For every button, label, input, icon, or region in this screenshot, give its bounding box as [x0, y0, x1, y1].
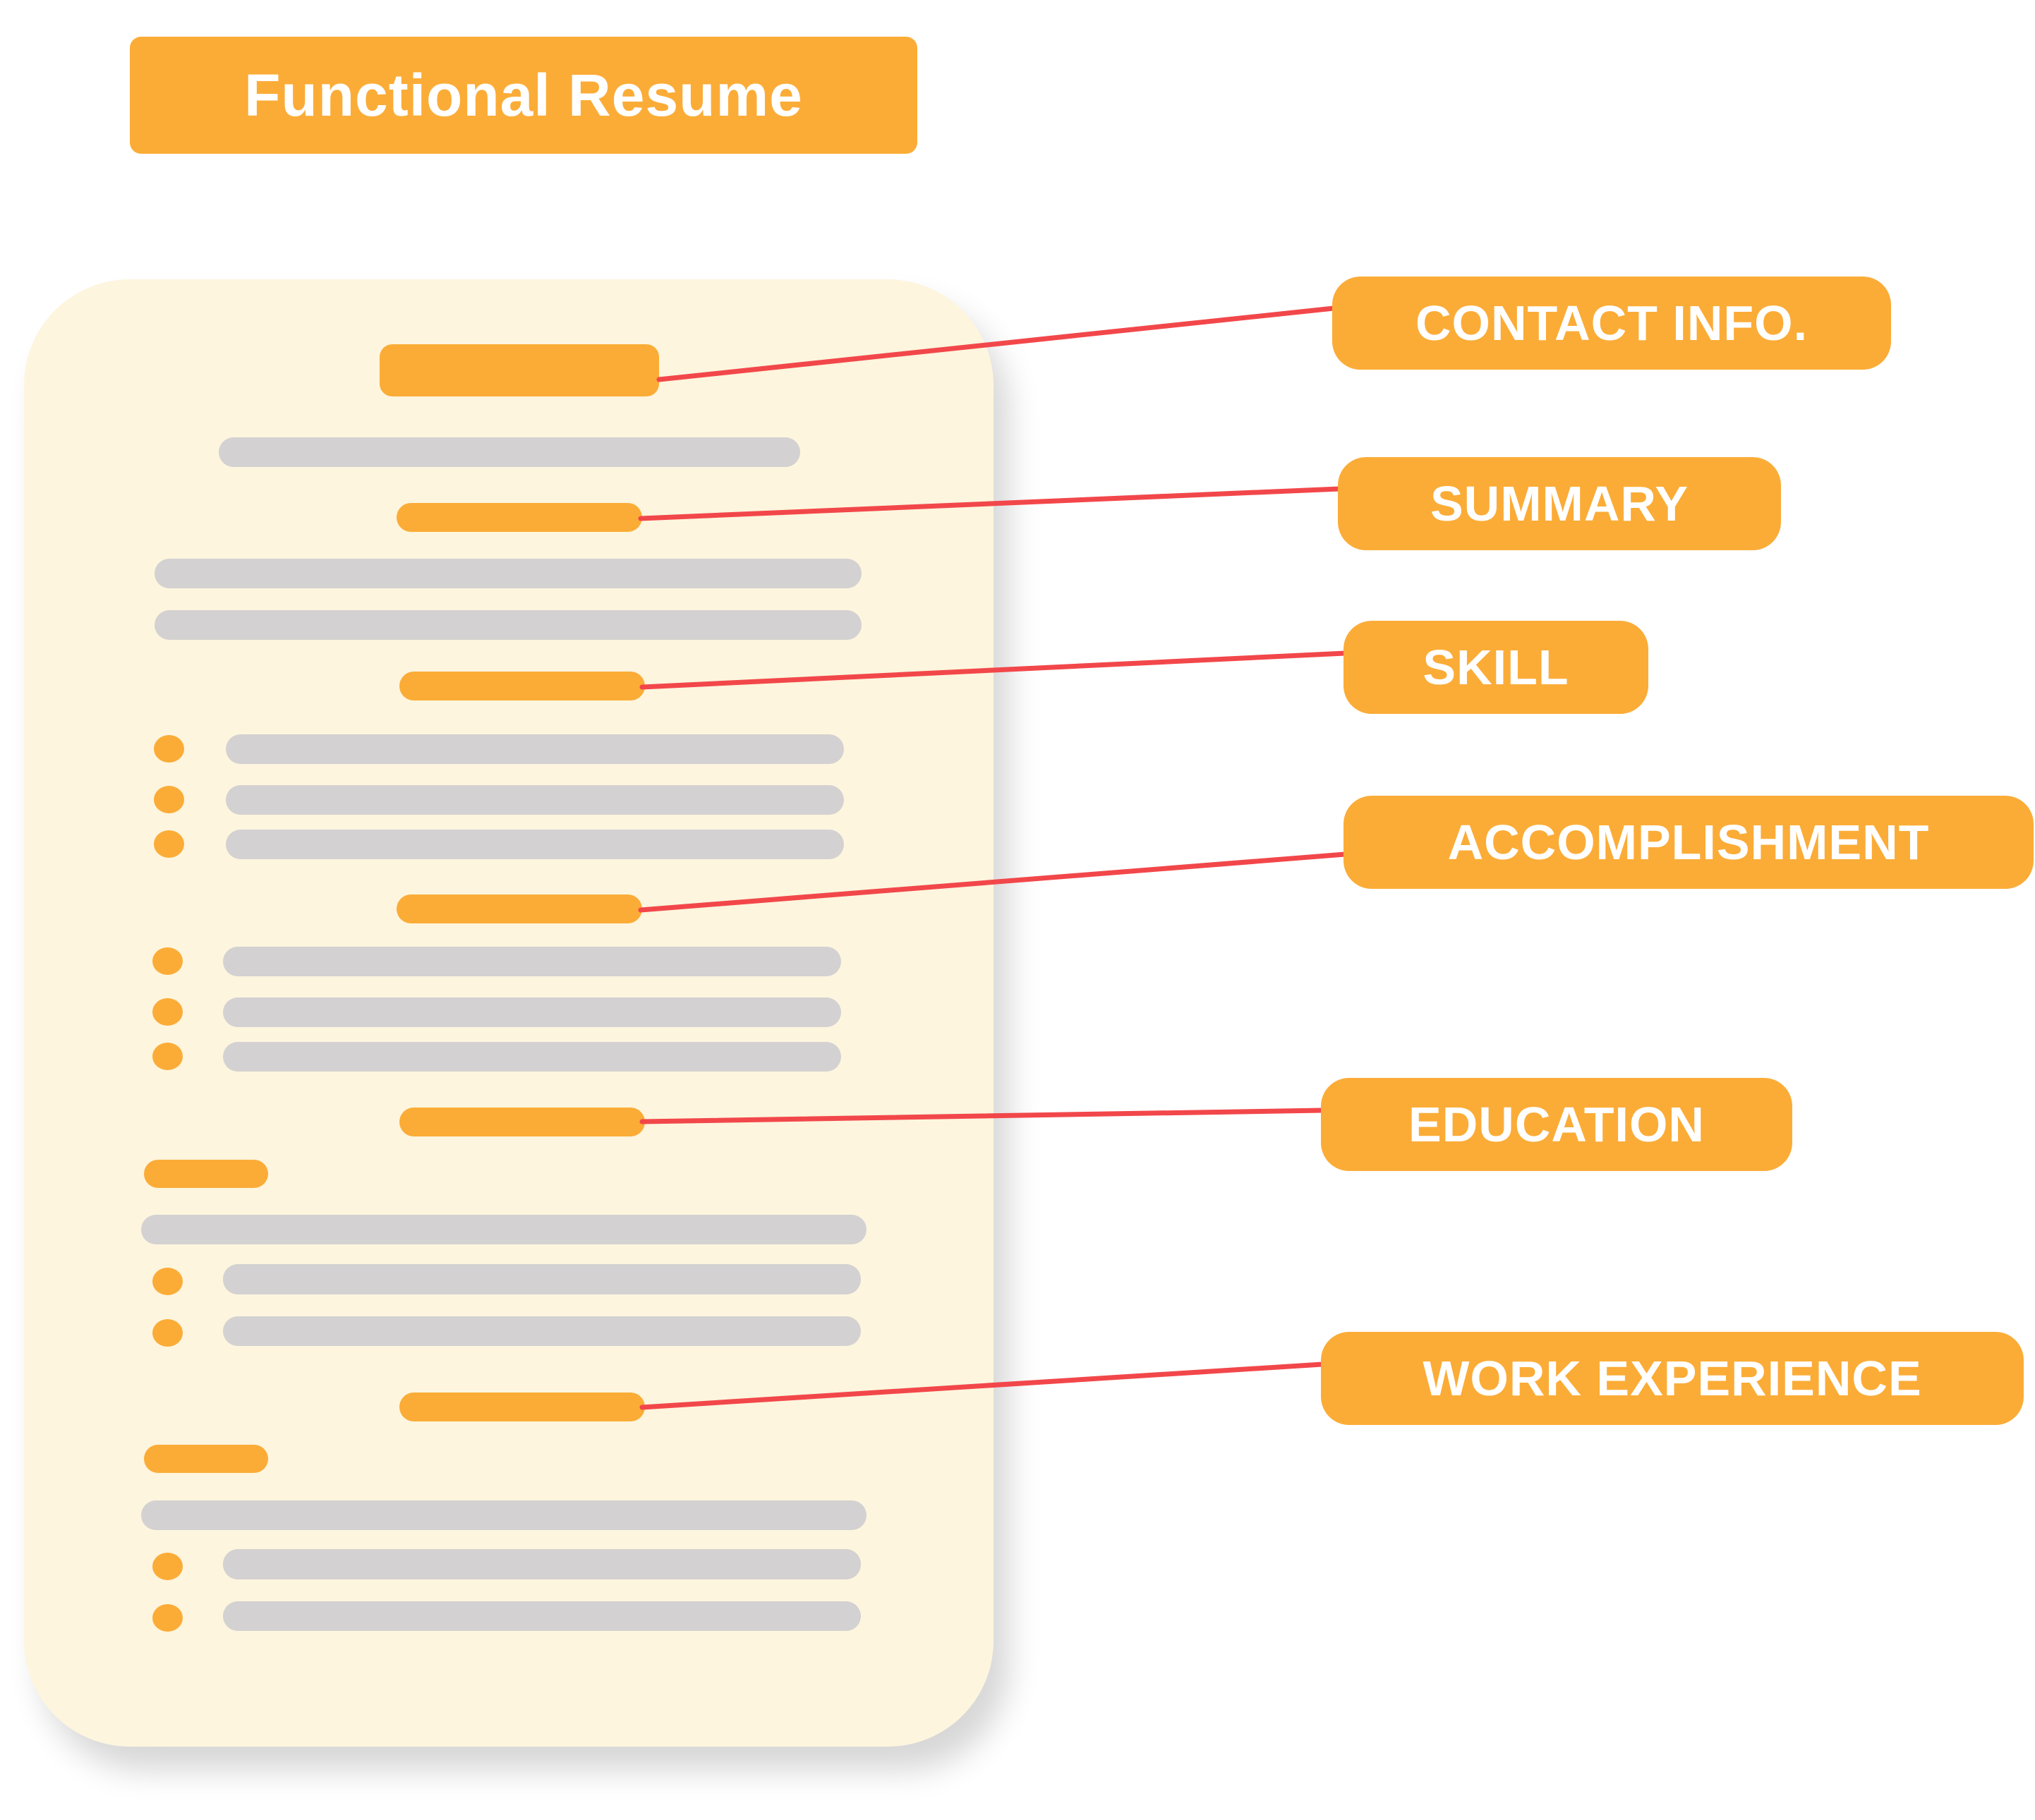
- summary-text-line: [155, 559, 862, 588]
- work-bullet-line: [223, 1549, 861, 1579]
- diagram-title-text: Functional Resume: [244, 61, 803, 128]
- education-subheading-bar: [144, 1160, 268, 1188]
- accomplishment-heading-bar: [397, 894, 642, 923]
- bullet-dot: [152, 1268, 183, 1295]
- label-work-experience: WORK EXPERIENCE: [1321, 1332, 2024, 1425]
- bullet-dot: [152, 1319, 183, 1347]
- label-accomplishment: ACCOMPLISHMENT: [1343, 796, 2034, 889]
- accomplishment-bullet-line: [223, 947, 841, 976]
- contact-text-line: [219, 437, 800, 467]
- bullet-dot: [152, 1043, 183, 1070]
- skill-heading-bar: [399, 672, 645, 700]
- education-bullet-line: [223, 1316, 861, 1346]
- bullet-dot: [154, 786, 184, 813]
- education-text-line: [141, 1215, 866, 1244]
- label-summary: SUMMARY: [1338, 457, 1781, 550]
- bullet-dot: [152, 947, 183, 975]
- contact-heading-bar: [380, 344, 659, 396]
- bullet-dot: [152, 998, 183, 1026]
- accomplishment-bullet-line: [223, 997, 841, 1027]
- accomplishment-bullet-line: [223, 1042, 841, 1072]
- work-subheading-bar: [144, 1445, 268, 1473]
- work-bullet-line: [223, 1601, 861, 1631]
- bullet-dot: [152, 1553, 183, 1580]
- connector-skill: [639, 650, 1348, 690]
- label-education: EDUCATION: [1321, 1078, 1792, 1171]
- work-heading-bar: [399, 1393, 645, 1421]
- connector-contact: [656, 305, 1336, 382]
- education-heading-bar: [399, 1108, 645, 1136]
- bullet-dot: [154, 735, 184, 763]
- skill-bullet-line: [226, 734, 844, 764]
- label-skill: SKILL: [1343, 621, 1648, 714]
- bullet-dot: [152, 1604, 183, 1632]
- education-bullet-line: [223, 1264, 861, 1294]
- diagram-title: Functional Resume: [130, 37, 917, 154]
- summary-text-line: [155, 610, 862, 640]
- connector-education: [639, 1108, 1325, 1124]
- skill-bullet-line: [226, 785, 844, 815]
- summary-heading-bar: [397, 503, 642, 532]
- connector-summary: [638, 486, 1342, 521]
- skill-bullet-line: [226, 830, 844, 859]
- bullet-dot: [154, 830, 184, 858]
- connector-work: [639, 1361, 1325, 1410]
- work-text-line: [141, 1500, 866, 1530]
- connector-accomplishment: [638, 851, 1348, 913]
- label-contact-info: CONTACT INFO.: [1332, 277, 1891, 370]
